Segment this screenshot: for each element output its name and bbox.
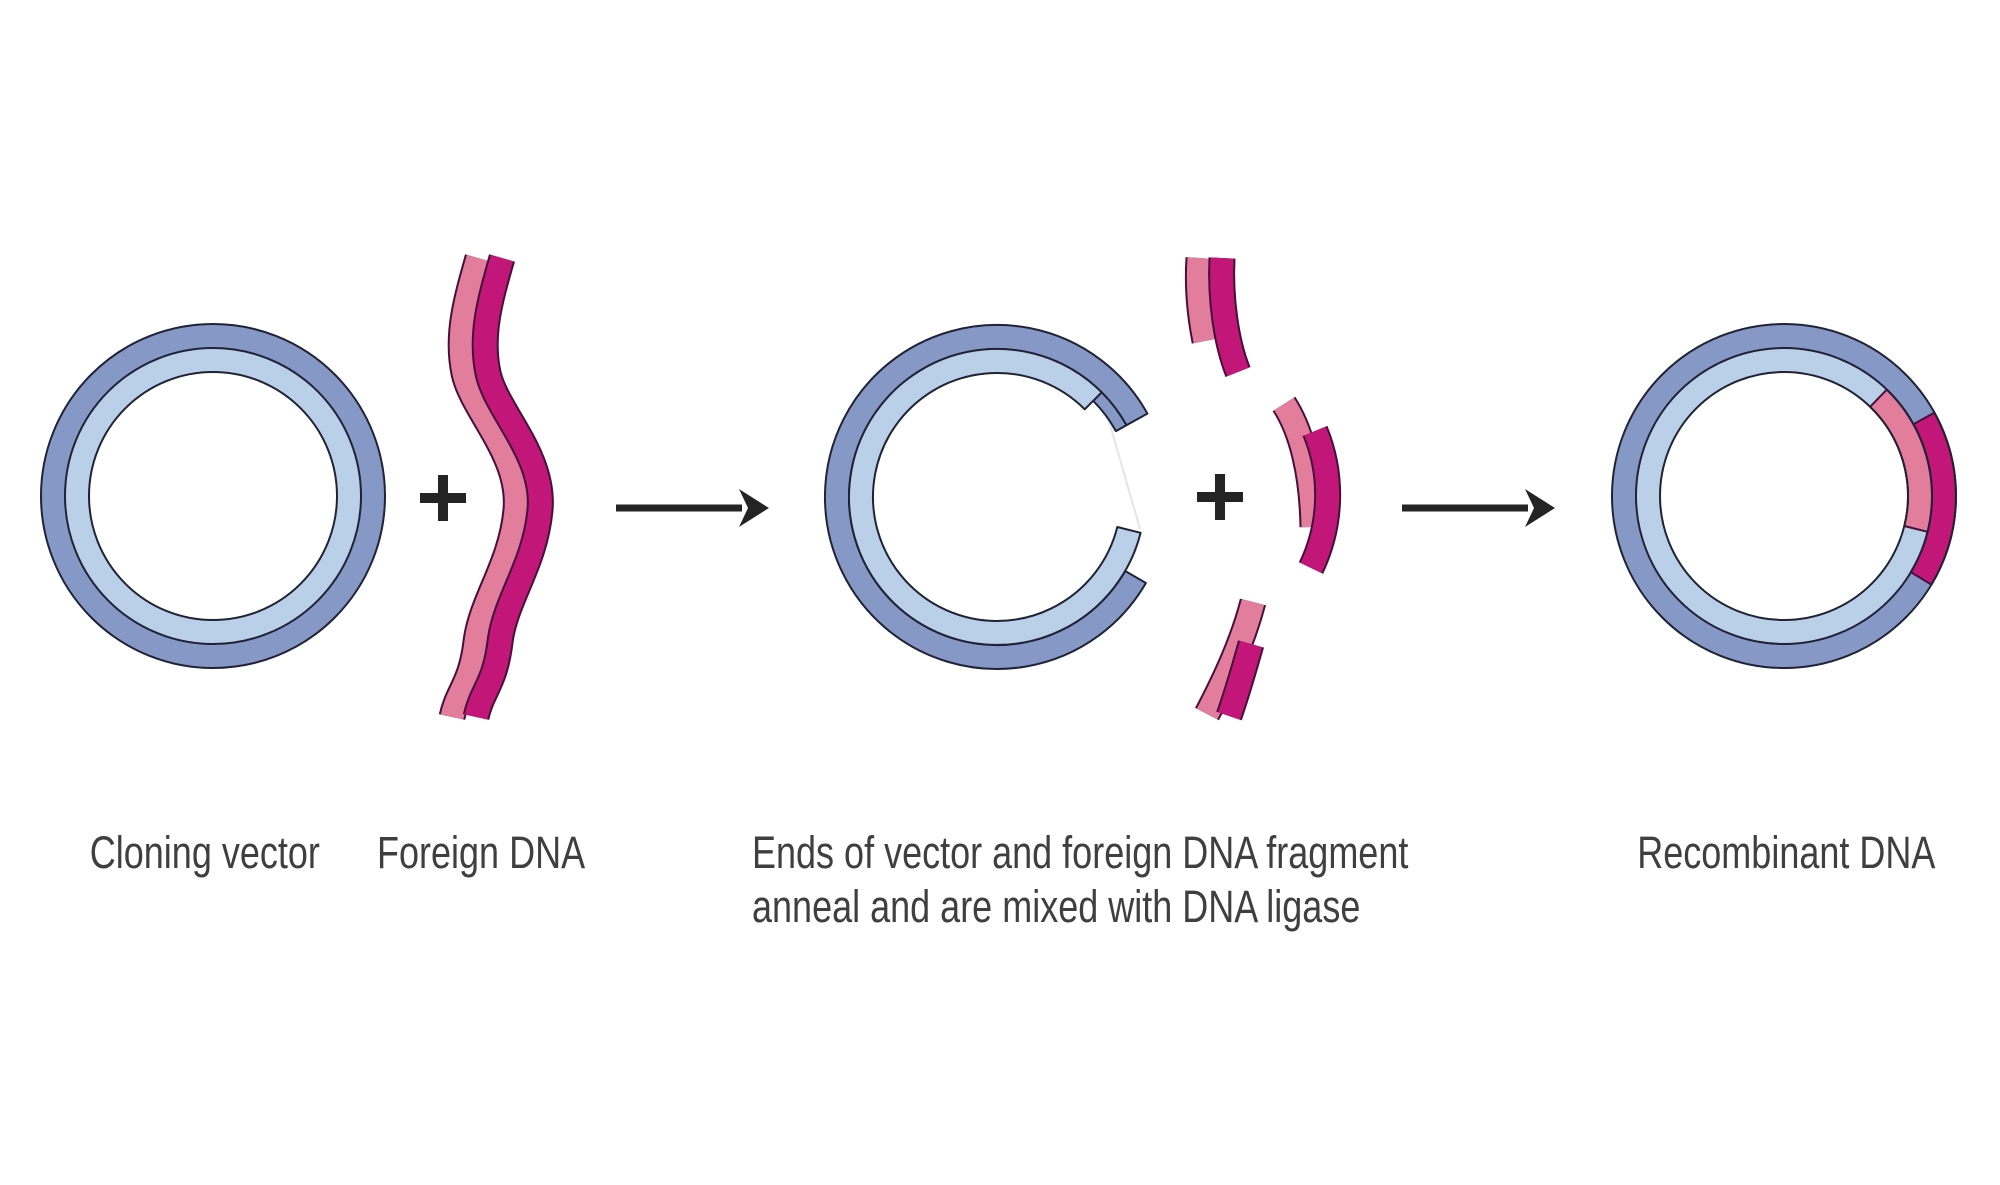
fragment-middle [1272, 396, 1342, 574]
plus-icon [420, 475, 466, 521]
vector-inner-strand [65, 348, 361, 644]
cloning-vector-label: Cloning vector [89, 827, 321, 878]
vector-outer-strand [41, 324, 385, 668]
fragment-top [1184, 257, 1251, 378]
foreign-dna-label: Foreign DNA [376, 827, 586, 878]
recombinant-dna-label: Recombinant DNA [1636, 827, 1936, 878]
arrow-right-icon [616, 489, 769, 527]
foreign-dna-pink-strand [440, 254, 528, 720]
fragment-bottom [1195, 598, 1267, 721]
foreign-dna-magenta-strand [464, 254, 552, 720]
recombinant-plasmid [1611, 323, 1957, 669]
cut-vector-inner-strand [848, 347, 1142, 646]
vector-outline-outer [40, 323, 386, 669]
vector-outline-inner [88, 371, 338, 621]
cut-vector-plasmid [824, 323, 1149, 670]
cloning-vector-plasmid [40, 323, 386, 669]
recombinant-outline-inner [1659, 371, 1909, 621]
arrow-right-icon [1402, 489, 1555, 527]
plus-icon [1197, 474, 1243, 520]
vector-outline-mid [64, 347, 362, 645]
anneal-caption: Ends of vector and foreign DNA fragment … [752, 826, 1572, 934]
anneal-caption-line1: Ends of vector and foreign DNA fragment [752, 827, 1409, 878]
foreign-dna-strand [438, 254, 554, 721]
foreign-dna-fragments [1184, 257, 1342, 721]
recombinant-outline-mid [1635, 347, 1933, 645]
anneal-caption-line2: anneal and are mixed with DNA ligase [752, 881, 1361, 932]
recombinant-outline-outer [1611, 323, 1957, 669]
recombinant-outer-strand [1612, 324, 1956, 668]
